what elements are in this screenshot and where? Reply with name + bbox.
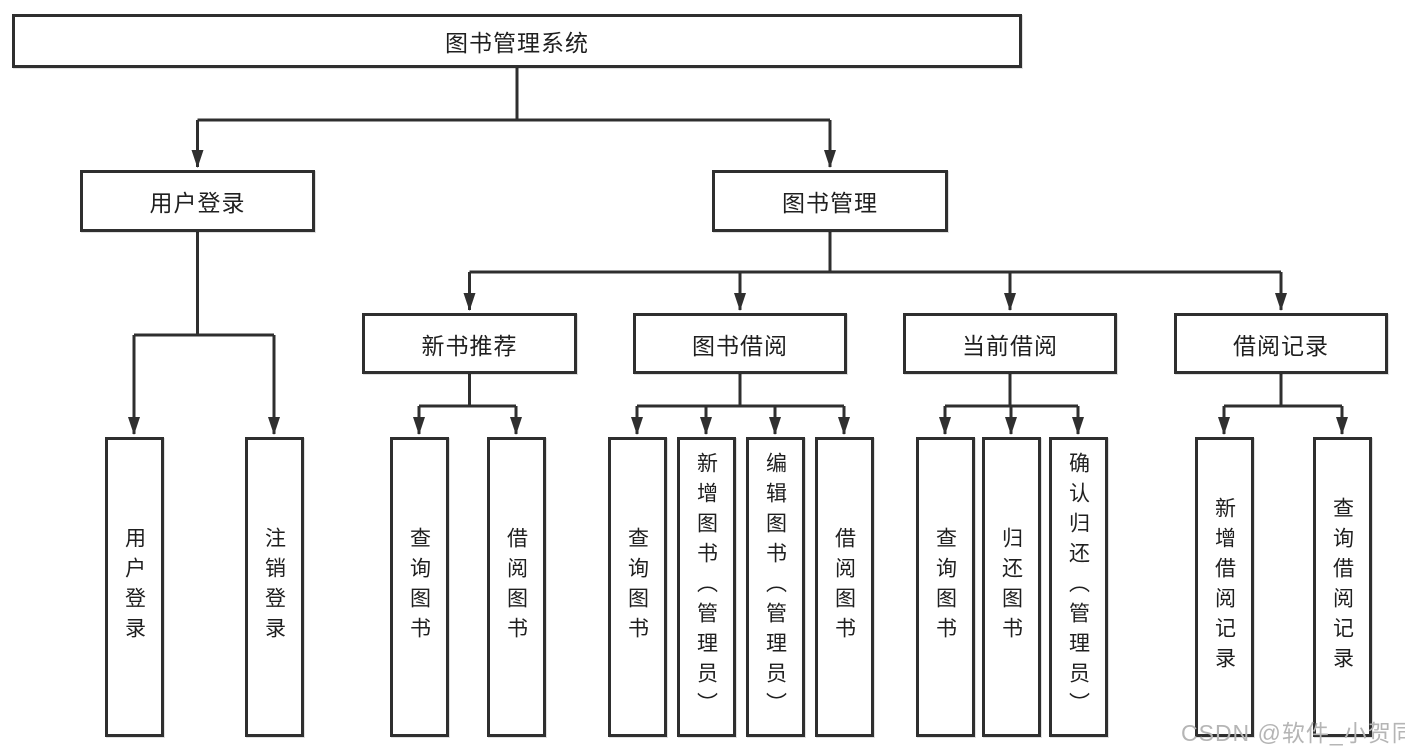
- leaf-current-confirm-return-admin-label: 确认归还（管理员）: [1066, 452, 1090, 722]
- leaf-borrowing-add-books-admin: 新增图书（管理员）: [676, 437, 736, 737]
- leaf-records-add-record-label: 新增借阅记录: [1212, 497, 1236, 677]
- leaf-current-query-books-label: 查询图书: [933, 527, 957, 647]
- leaf-records-add-record: 新增借阅记录: [1194, 437, 1254, 737]
- node-book-borrowing: 图书借阅: [633, 313, 847, 374]
- node-borrowing-records: 借阅记录: [1174, 313, 1388, 374]
- leaf-logout-login: 注销登录: [244, 437, 304, 737]
- leaf-records-query-record: 查询借阅记录: [1312, 437, 1372, 737]
- leaf-user-login: 用户登录: [104, 437, 164, 737]
- leaf-borrowing-edit-books-admin: 编辑图书（管理员）: [745, 437, 805, 737]
- leaf-borrowing-borrow-books-label: 借阅图书: [832, 527, 856, 647]
- node-root: 图书管理系统: [12, 14, 1022, 68]
- leaf-current-query-books: 查询图书: [915, 437, 975, 737]
- node-user-login: 用户登录: [80, 170, 315, 232]
- node-new-book-recommend: 新书推荐: [362, 313, 577, 374]
- node-book-management: 图书管理: [712, 170, 948, 232]
- leaf-borrowing-borrow-books: 借阅图书: [814, 437, 874, 737]
- leaf-user-login-label: 用户登录: [122, 527, 146, 647]
- leaf-current-return-books: 归还图书: [981, 437, 1041, 737]
- leaf-recommend-query-books-label: 查询图书: [407, 527, 431, 647]
- leaf-borrowing-query-books: 查询图书: [607, 437, 667, 737]
- watermark-text: CSDN @软件_小贺同学: [1181, 720, 1405, 746]
- leaf-recommend-borrow-books: 借阅图书: [486, 437, 546, 737]
- leaf-current-return-books-label: 归还图书: [999, 527, 1023, 647]
- leaf-recommend-query-books: 查询图书: [389, 437, 449, 737]
- node-current-borrowing: 当前借阅: [903, 313, 1117, 374]
- leaf-borrowing-edit-books-admin-label: 编辑图书（管理员）: [763, 452, 787, 722]
- leaf-current-confirm-return-admin: 确认归还（管理员）: [1048, 437, 1108, 737]
- leaf-borrowing-add-books-admin-label: 新增图书（管理员）: [694, 452, 718, 722]
- leaf-records-query-record-label: 查询借阅记录: [1330, 497, 1354, 677]
- leaf-logout-login-label: 注销登录: [262, 527, 286, 647]
- leaf-borrowing-query-books-label: 查询图书: [625, 527, 649, 647]
- leaf-recommend-borrow-books-label: 借阅图书: [504, 527, 528, 647]
